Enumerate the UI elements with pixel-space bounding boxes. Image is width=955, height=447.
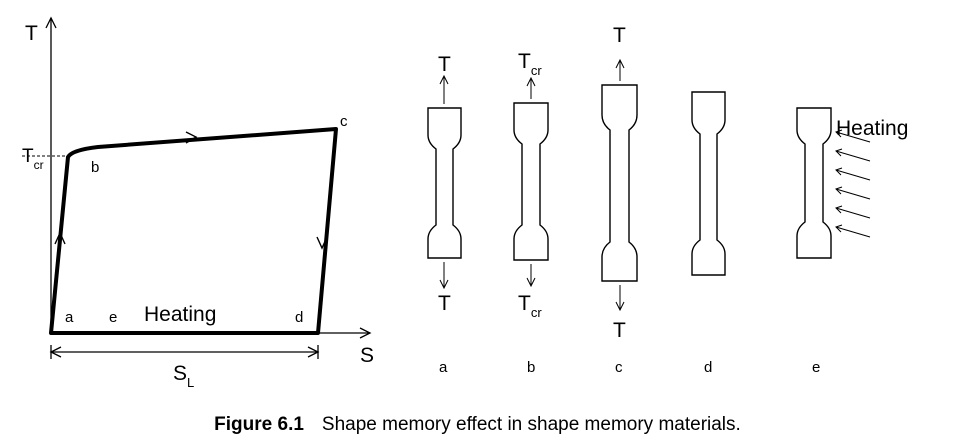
specimen-b: Tcr Tcr b [513, 50, 549, 376]
specimen-d-label: d [704, 359, 712, 376]
down-arrow [316, 236, 328, 250]
point-d-label: d [295, 309, 303, 326]
figure-caption-text: Shape memory effect in shape memory mate… [321, 414, 741, 435]
specimen-b-bottom-arrowhead [526, 277, 536, 288]
shape-memory-figure: T S Tcr a e Heating d b c SL [22, 16, 908, 390]
specimen-c-label: c [615, 359, 623, 376]
point-c-label: c [340, 113, 348, 130]
t-cr-label: Tcr [22, 146, 44, 172]
loop-path [49, 127, 338, 335]
specimen-b-outline [513, 102, 549, 261]
y-axis-label: T [25, 22, 38, 45]
specimen-d: d [691, 91, 726, 376]
specimen-e: Heating e [796, 107, 908, 376]
x-axis-arrowhead [359, 327, 372, 339]
strain-arrowhead-left [49, 346, 62, 358]
specimen-a-top-load: T [438, 53, 451, 76]
specimen-d-outline [691, 91, 726, 276]
specimen-b-top-arrowhead [526, 76, 536, 87]
specimen-c-top-arrowhead [615, 58, 625, 69]
point-a-label: a [65, 309, 74, 326]
strain-span-label: SL [173, 362, 194, 390]
specimen-c-outline [601, 84, 638, 282]
specimen-c: T T c [601, 24, 638, 376]
figure-number: Figure 6.1 [214, 414, 304, 435]
specimen-b-top-load: Tcr [518, 50, 542, 78]
specimen-c-top-load: T [613, 24, 626, 47]
specimen-e-label: e [812, 359, 820, 376]
up-arrow [54, 231, 66, 245]
heat-arrows [835, 129, 871, 238]
right-arrow [185, 131, 198, 144]
specimen-e-outline [796, 107, 832, 259]
x-axis-label: S [360, 344, 374, 367]
y-axis-arrowhead [45, 16, 57, 29]
point-e-label: e [109, 309, 117, 326]
strain-arrowhead-right [307, 346, 320, 358]
specimen-a-top-arrowhead [439, 74, 449, 85]
specimen-b-label: b [527, 359, 535, 376]
specimen-a-label: a [439, 359, 448, 376]
specimen-a-outline [427, 107, 462, 259]
specimen-c-bottom-arrowhead [615, 301, 625, 312]
point-b-label: b [91, 159, 99, 176]
specimen-b-bottom-load: Tcr [518, 292, 542, 320]
figure-caption: Figure 6.1 Shape memory effect in shape m… [0, 414, 955, 436]
specimen-a-bottom-load: T [438, 292, 451, 315]
heating-label-diagram: Heating [144, 303, 216, 326]
specimen-a-bottom-arrowhead [439, 279, 449, 290]
specimen-e-heating-label: Heating [836, 117, 908, 140]
specimen-c-bottom-load: T [613, 319, 626, 342]
specimen-a: T T a [427, 53, 462, 376]
loop-diagram: T S Tcr a e Heating d b c SL [22, 16, 374, 390]
